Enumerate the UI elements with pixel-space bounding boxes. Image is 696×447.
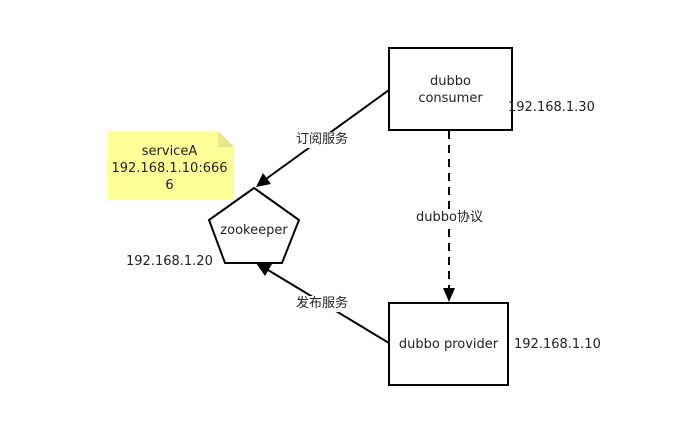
consumer-label: dubbo consumer <box>389 73 512 107</box>
provider-box <box>388 302 509 386</box>
consumer-label-line2: consumer <box>418 91 483 106</box>
protocol-label: dubbo协议 <box>414 209 485 227</box>
subscribe-arrowhead <box>256 173 271 187</box>
provider-label: dubbo provider <box>398 337 499 352</box>
zookeeper-pentagon <box>207 186 301 264</box>
note-text: serviceA 192.168.1.10:666 6 <box>107 143 232 194</box>
note-address: 192.168.1.10:666 <box>111 161 228 176</box>
note-address-cont: 6 <box>165 178 174 193</box>
note-service-name: serviceA <box>141 144 198 159</box>
consumer-label-line1: dubbo <box>430 74 471 89</box>
consumer-ip: 192.168.1.30 <box>508 100 595 115</box>
publish-label: 发布服务 <box>294 296 351 312</box>
zookeeper-label: zookeeper <box>220 223 288 238</box>
provider-ip: 192.168.1.10 <box>514 337 601 352</box>
note-fold <box>218 131 234 147</box>
publish-arrowhead <box>256 263 272 276</box>
subscribe-label: 订阅服务 <box>294 132 351 148</box>
zookeeper-ip: 192.168.1.20 <box>126 254 213 269</box>
note-shape <box>107 131 234 200</box>
consumer-box <box>388 47 513 131</box>
protocol-arrowhead <box>443 288 455 302</box>
